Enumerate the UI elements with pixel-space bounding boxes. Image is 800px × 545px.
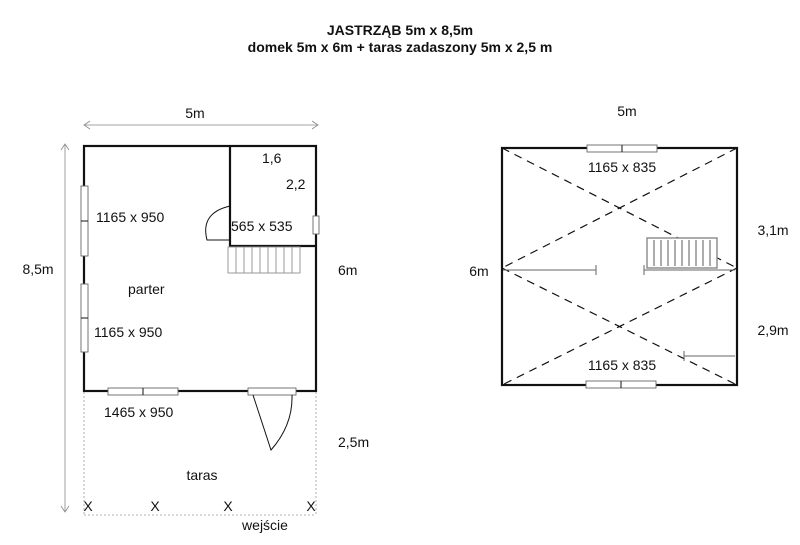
terrace-label: taras	[186, 467, 217, 483]
house-height-label: 6m	[338, 262, 357, 278]
post-2: X	[150, 498, 160, 514]
roof-ridge-4	[501, 267, 738, 386]
height-arrow-bottom	[60, 505, 70, 513]
terrace-outline	[83, 392, 317, 516]
roof-window-bottom-label: 1165 x 835	[588, 357, 656, 373]
width-arrow-left	[83, 120, 91, 130]
window-front	[107, 387, 179, 396]
roof-window-bottom	[585, 380, 657, 389]
ground-plan: 5m 8,5m 1,6 2,2 565 x 535	[22, 105, 369, 533]
window-left-bottom-label: 1165 x 950	[94, 324, 162, 340]
attic-stair-railing	[646, 237, 718, 269]
terrace-height-label: 2,5m	[338, 434, 369, 450]
title-line-2: domek 5m x 6m + taras zadaszony 5m x 2,5…	[248, 39, 553, 55]
roof-lower-label: 2,9m	[757, 322, 788, 338]
post-1: X	[83, 498, 93, 514]
roof-depth-label: 6m	[469, 263, 488, 279]
small-window	[312, 215, 320, 235]
small-room-walls	[228, 146, 316, 248]
small-window-label: 565 x 535	[231, 218, 293, 234]
entrance-label: wejście	[241, 517, 288, 533]
total-height-label: 8,5m	[22, 261, 53, 277]
width-arrow-right	[311, 120, 319, 130]
roof-plan: 5m 1165 x 835 1165 x 835	[469, 103, 789, 389]
room-door	[205, 205, 231, 241]
post-3: X	[223, 498, 233, 514]
roof-window-top-label: 1165 x 835	[588, 159, 656, 175]
staircase	[227, 246, 301, 274]
window-left-top	[80, 185, 89, 257]
room-dim-a: 1,6	[262, 150, 282, 166]
roof-window-top	[586, 144, 658, 153]
window-left-top-label: 1165 x 950	[96, 209, 164, 225]
roof-ridge-2	[501, 147, 738, 269]
title-line-1: JASTRZĄB 5m x 8,5m	[327, 22, 473, 38]
post-4: X	[306, 498, 316, 514]
entrance-door	[247, 387, 297, 451]
room-label: parter	[128, 281, 165, 297]
room-dim-b: 2,2	[286, 176, 306, 192]
height-arrow-top	[60, 143, 70, 151]
roof-width-label: 5m	[617, 103, 636, 119]
house-outline	[82, 144, 318, 393]
window-left-bottom	[80, 283, 89, 353]
window-front-label: 1465 x 950	[104, 404, 173, 420]
width-label: 5m	[185, 105, 204, 121]
roof-upper-label: 3,1m	[757, 222, 788, 238]
